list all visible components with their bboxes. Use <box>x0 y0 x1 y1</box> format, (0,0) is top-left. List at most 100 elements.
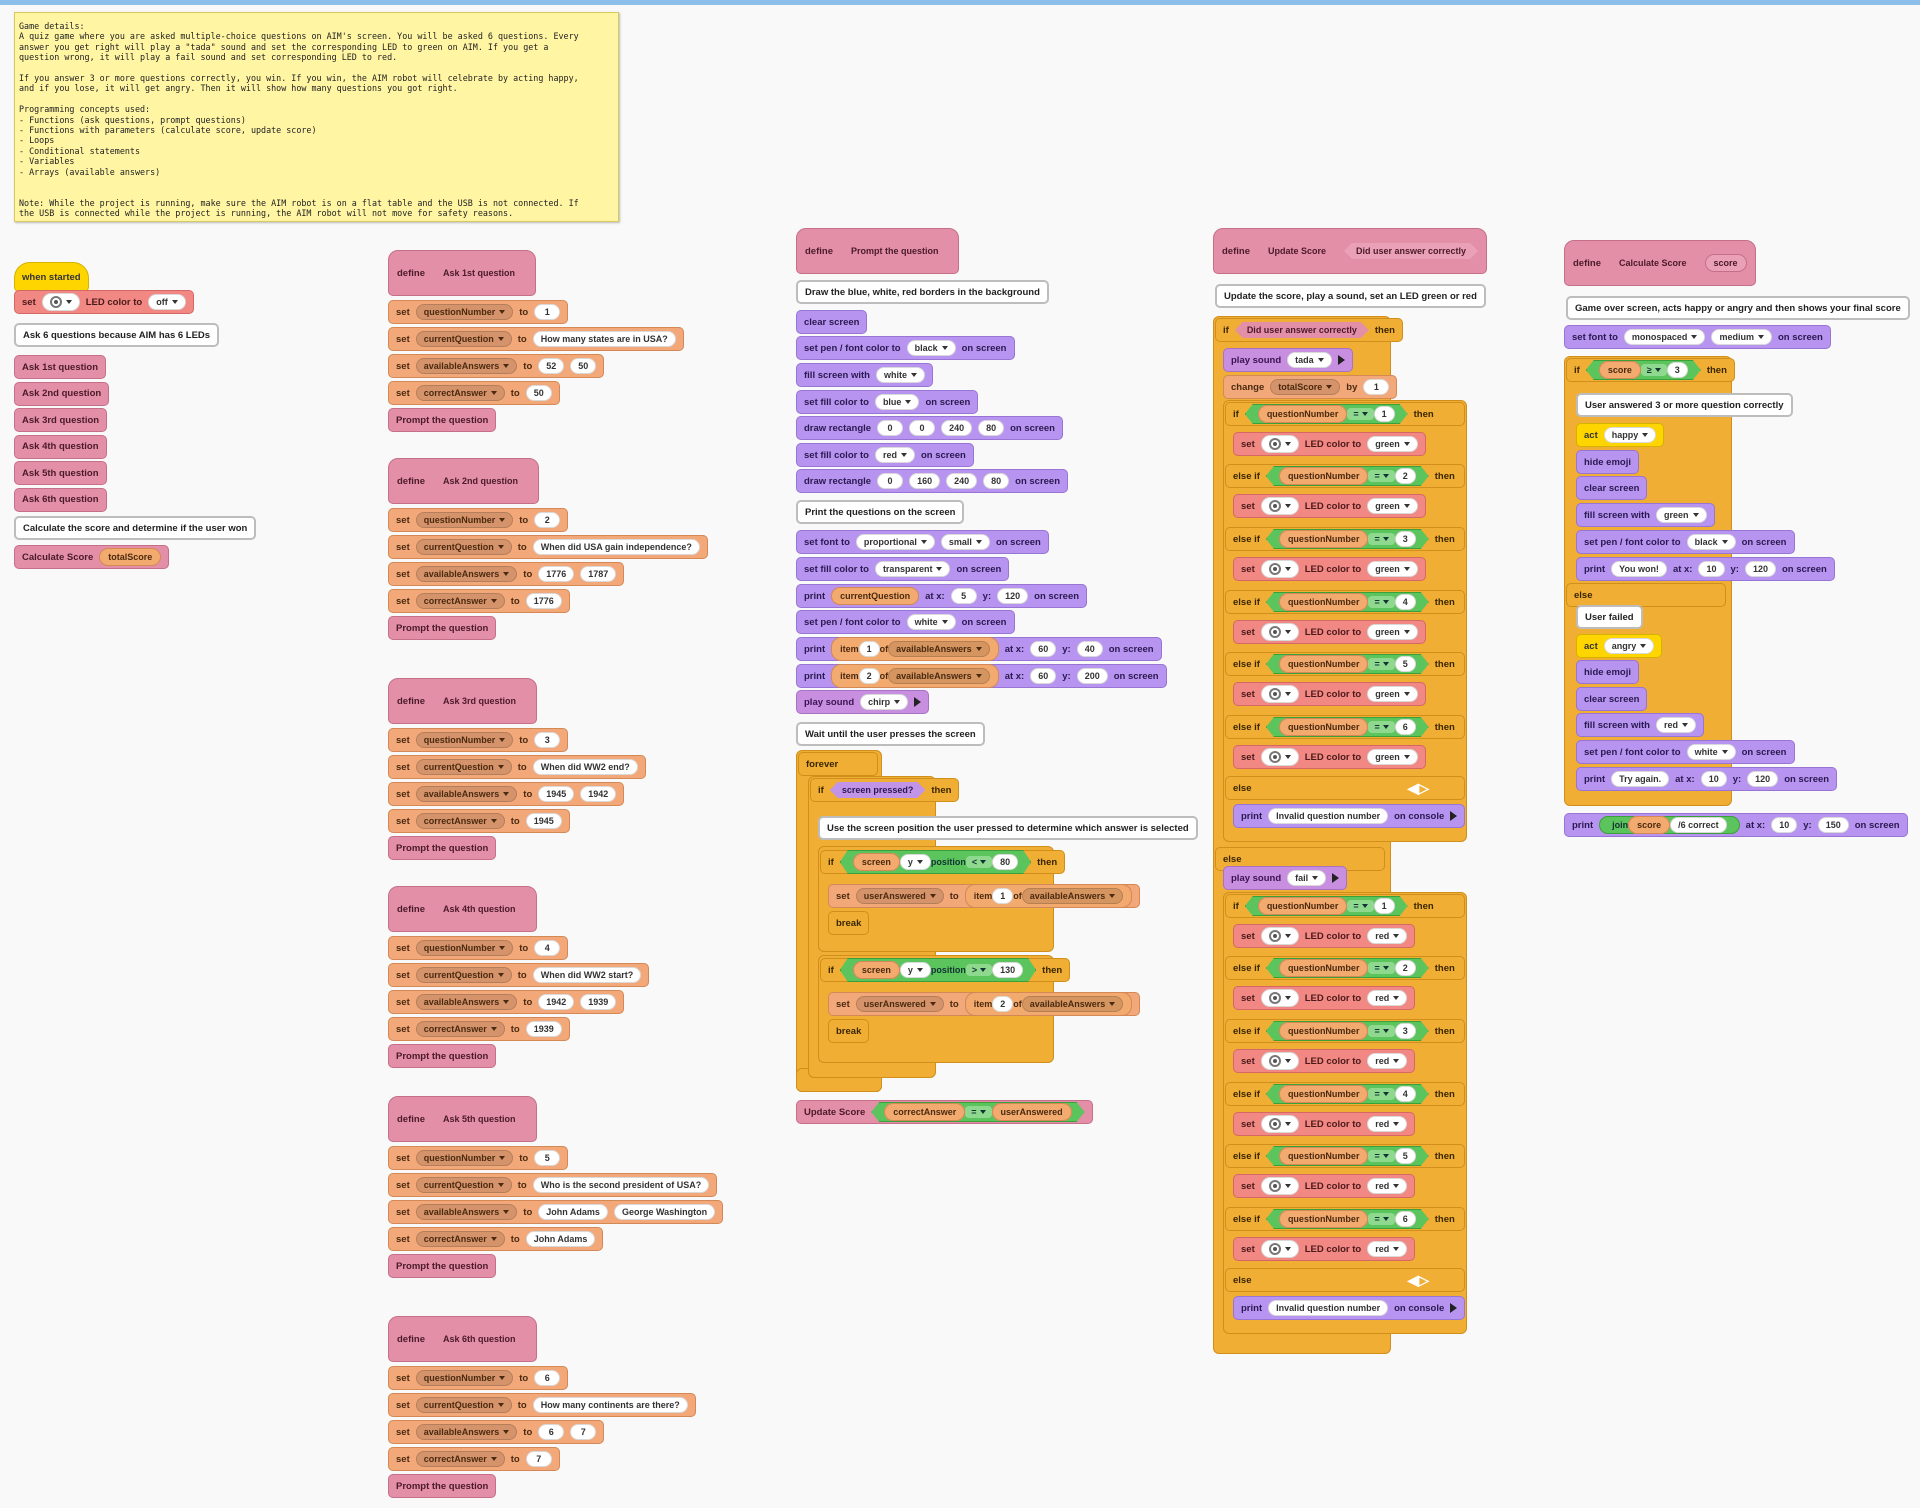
led-selector[interactable] <box>1260 927 1299 945</box>
parameter-reporter[interactable]: Did user answer correctly <box>1235 322 1369 338</box>
screen-reporter[interactable]: screen <box>853 961 900 979</box>
variable-dropdown[interactable]: currentQuestion <box>415 967 512 983</box>
variable-reporter[interactable]: questionNumber <box>1258 897 1348 915</box>
variable-dropdown[interactable]: questionNumber <box>415 732 514 748</box>
variable-reporter[interactable]: questionNumber <box>1279 467 1369 485</box>
variable-reporter[interactable]: questionNumber <box>1279 1085 1369 1103</box>
led-color-dropdown[interactable]: red <box>1367 1241 1408 1257</box>
led-selector[interactable] <box>41 293 80 311</box>
equals-condition[interactable]: questionNumber=5 <box>1266 1146 1429 1166</box>
color-dropdown[interactable]: green <box>1656 507 1707 523</box>
variable-reporter[interactable]: questionNumber <box>1258 405 1348 423</box>
variable-dropdown[interactable]: currentQuestion <box>415 1397 512 1413</box>
number-input[interactable]: 1 <box>534 304 561 320</box>
emotion-dropdown[interactable]: happy <box>1603 427 1657 443</box>
led-color-dropdown[interactable]: green <box>1367 436 1418 452</box>
add-remove-branch-icon[interactable]: ◀▷ <box>1407 779 1430 796</box>
equals-condition[interactable]: questionNumber=6 <box>1266 1209 1429 1229</box>
operator-dropdown[interactable]: ≥ <box>1641 364 1667 376</box>
play-icon[interactable] <box>1337 355 1345 365</box>
text-input[interactable]: 1787 <box>580 566 617 582</box>
number-input[interactable]: 2 <box>858 668 880 684</box>
list-dropdown[interactable]: availableAnswers <box>1021 996 1124 1012</box>
play-icon[interactable] <box>1450 811 1458 821</box>
number-input[interactable]: 5 <box>1395 656 1416 672</box>
operator-dropdown[interactable]: = <box>1347 408 1373 420</box>
color-dropdown[interactable]: white <box>876 367 926 383</box>
screen-pressed-condition[interactable]: screen pressed? <box>830 782 926 798</box>
comment-block[interactable]: Ask 6 questions because AIM has 6 LEDs <box>14 323 220 347</box>
operator-dropdown[interactable]: = <box>1368 1088 1394 1100</box>
led-selector[interactable] <box>1260 1115 1299 1133</box>
number-input[interactable]: 0 <box>877 473 904 489</box>
font-dropdown[interactable]: proportional <box>855 534 935 550</box>
number-input[interactable]: 2 <box>534 512 561 528</box>
number-input[interactable]: 1 <box>1363 379 1390 395</box>
text-input[interactable]: 1945 <box>538 786 575 802</box>
text-input[interactable]: John Adams <box>538 1204 608 1220</box>
variable-dropdown[interactable]: currentQuestion <box>415 539 512 555</box>
led-color-dropdown[interactable]: red <box>1367 1178 1408 1194</box>
led-color-dropdown[interactable]: red <box>1367 928 1408 944</box>
variable-reporter[interactable]: currentQuestion <box>831 587 920 605</box>
variable-dropdown[interactable]: currentQuestion <box>415 331 512 347</box>
break-block[interactable]: break <box>828 911 870 935</box>
operator-dropdown[interactable]: = <box>1368 658 1394 670</box>
operator-dropdown[interactable]: > <box>966 964 992 976</box>
number-input[interactable]: 130 <box>992 962 1023 978</box>
number-input[interactable]: 3 <box>534 732 561 748</box>
number-input[interactable]: 1 <box>858 641 880 657</box>
number-input[interactable]: 2 <box>1395 468 1416 484</box>
number-input[interactable]: 1 <box>1374 406 1395 422</box>
clear-screen[interactable]: clear screen <box>1576 476 1648 500</box>
operator-dropdown[interactable]: = <box>1368 533 1394 545</box>
number-input[interactable]: 2 <box>1395 960 1416 976</box>
call-ask-question-4[interactable]: Ask 4th question <box>14 434 107 459</box>
number-input[interactable]: 160 <box>909 473 941 489</box>
number-input[interactable]: 1 <box>992 888 1014 904</box>
led-color-dropdown[interactable]: green <box>1367 561 1418 577</box>
clear-screen[interactable]: clear screen <box>796 310 868 334</box>
call-ask-question-1[interactable]: Ask 1st question <box>14 355 107 379</box>
color-dropdown[interactable]: red <box>874 447 915 463</box>
variable-reporter[interactable]: questionNumber <box>1279 530 1369 548</box>
led-color-dropdown[interactable]: green <box>1367 686 1418 702</box>
number-input[interactable]: 60 <box>1030 641 1057 657</box>
operator-dropdown[interactable]: = <box>1368 1025 1394 1037</box>
color-dropdown[interactable]: black <box>906 340 956 356</box>
comment-block[interactable]: Calculate the score and determine if the… <box>14 516 257 540</box>
comment-block[interactable]: Print the questions on the screen <box>796 500 965 524</box>
number-input[interactable]: 3 <box>1395 531 1416 547</box>
variable-dropdown[interactable]: correctAnswer <box>415 385 505 401</box>
